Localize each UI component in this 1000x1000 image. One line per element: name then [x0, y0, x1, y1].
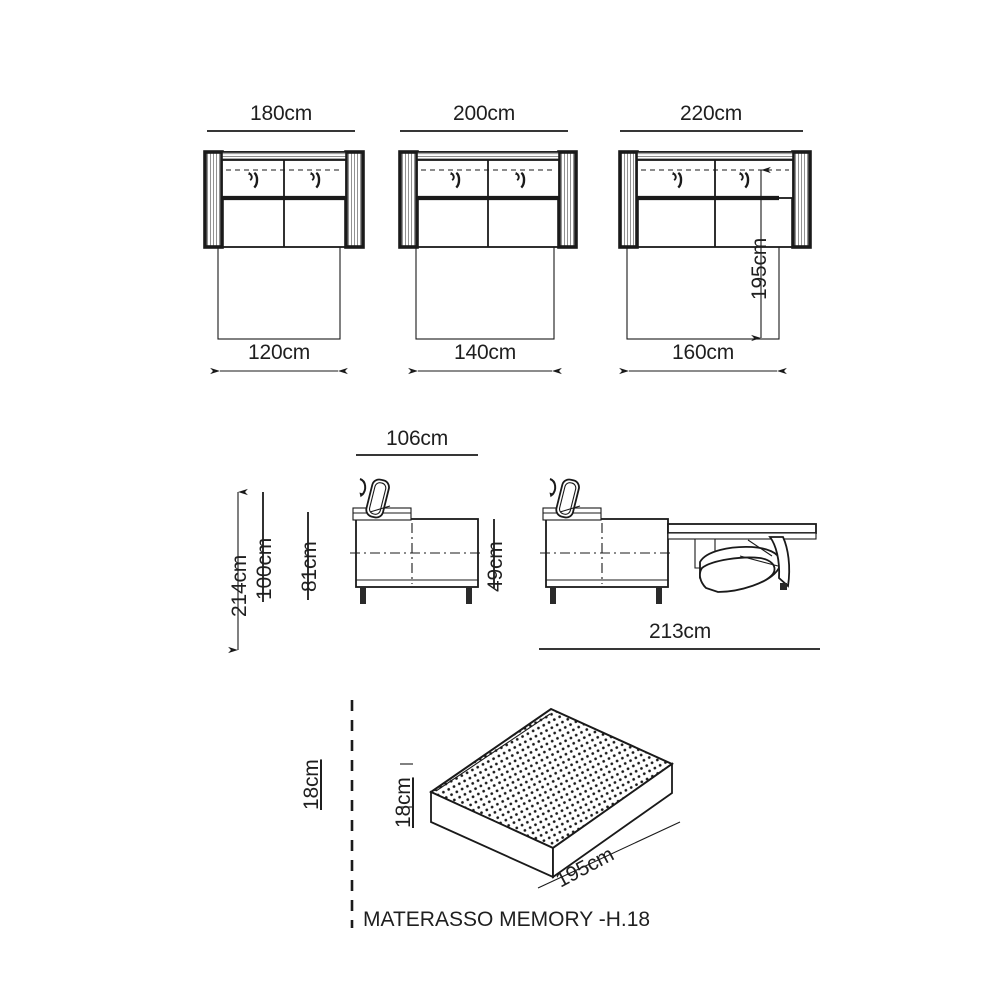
dim-label-18-inner: 18cm: [392, 777, 415, 828]
dim-label-214: 214cm: [228, 554, 251, 617]
recline-arrow-icon: [450, 171, 461, 189]
recline-arrow-icon: [248, 171, 259, 189]
dim-label-140: 140cm: [453, 341, 517, 364]
recline-arrow-icon: [515, 171, 526, 189]
dim-label-120: 120cm: [247, 341, 311, 364]
plan-view-sofa-180: [203, 130, 365, 375]
dim-label-160: 160cm: [671, 341, 735, 364]
plan-view-sofa-200: [398, 130, 578, 375]
side-view-sofa-open: [539, 478, 820, 650]
recline-arrow-icon: [310, 171, 321, 189]
dim-line-195: [537, 821, 681, 889]
dim-ticks-18cm-inner: [400, 763, 413, 808]
mattress-isometric: [428, 707, 675, 879]
dim-label-180: 180cm: [249, 102, 313, 125]
dim-label-100: 100cm: [253, 537, 276, 600]
recline-arrow-icon: [739, 171, 750, 189]
recline-arrow-icon: [672, 171, 683, 189]
vertical-dimension-stack: [228, 488, 309, 654]
dim-label-81: 81cm: [298, 541, 321, 592]
side-view-sofa-closed: [350, 478, 495, 604]
mattress-caption: MATERASSO MEMORY -H.18: [363, 908, 651, 931]
dim-label-200: 200cm: [452, 102, 516, 125]
recline-arrow-icon: [549, 478, 557, 498]
dim-label-106: 106cm: [385, 427, 449, 450]
plan-view-sofa-220: [618, 130, 812, 375]
dim-label-220: 220cm: [679, 102, 743, 125]
bed-mechanism: [694, 536, 791, 593]
dim-label-49: 49cm: [484, 541, 507, 592]
recline-arrow-icon: [359, 478, 367, 498]
dim-label-213: 213cm: [648, 620, 712, 643]
dim-label-18-outer: 18cm: [300, 759, 323, 810]
dim-label-195-plan: 195cm: [748, 237, 771, 300]
